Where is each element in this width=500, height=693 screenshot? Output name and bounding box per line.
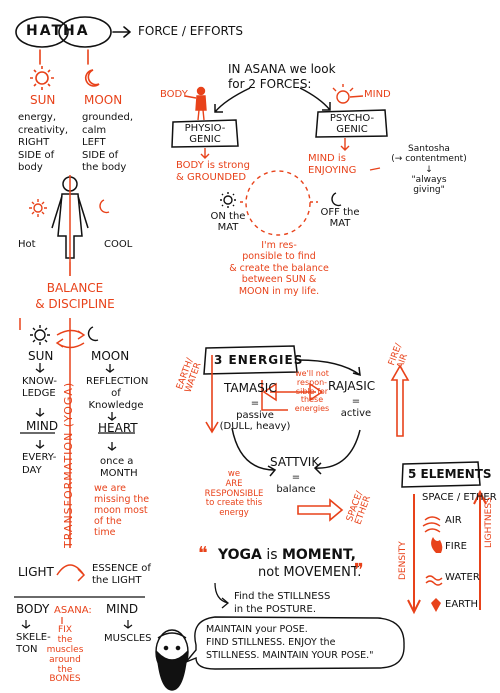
body-figure-icon (51, 175, 89, 262)
light-label: LIGHT (18, 565, 54, 579)
physiogenic-body-icon (195, 86, 207, 121)
bottom-mind: MIND (106, 602, 139, 616)
sun-transform-icon (30, 325, 50, 345)
teacher-face-icon (155, 629, 189, 691)
are-responsible-text: we ARE RESPONSIBLE to create this energy (204, 469, 264, 519)
asana-intro: IN ASANA we look for 2 FORCES: (228, 62, 336, 91)
transform-moon: MOON (91, 349, 130, 363)
quote-line1: YOGA is MOMENT, (218, 548, 356, 563)
hatha-title: HATHA (26, 23, 90, 39)
transform-sun: SUN (28, 349, 54, 363)
sattvik-label: SATTVIK (270, 455, 320, 469)
speech-bubble (185, 616, 405, 670)
month-text: once a MONTH (100, 456, 138, 479)
speech-text: MAINTAIN your POSE. FIND STILLNESS. ENJO… (206, 624, 374, 661)
up-arrow-rajasic (390, 364, 410, 437)
elements-box (401, 461, 481, 488)
physiogenic-box (171, 119, 239, 148)
balance-discipline: BALANCE & DISCIPLINE (35, 281, 115, 311)
body-label: BODY (160, 89, 188, 100)
santosha-note: Santosha (→ contentment) ↓ "always givin… (391, 144, 467, 196)
missing-moon-text: we are missing the moon most of the time (94, 483, 150, 538)
muscles-text: MUSCLES (104, 633, 152, 644)
hatha-arrow (112, 26, 131, 38)
element-space: SPACE / ETHER (422, 492, 497, 503)
moon-description: grounded, calm LEFT SIDE of the body (82, 112, 134, 173)
moon-mat-icon (331, 192, 342, 207)
energies-box (203, 345, 298, 375)
moon-small-icon (99, 199, 110, 214)
sun-small-icon (29, 199, 47, 217)
element-water: WATER (445, 572, 480, 583)
rajasic-desc: = active (340, 396, 372, 419)
force-efforts-label: FORCE / EFFORTS (138, 24, 243, 38)
reflection-text: REFLECTION of Knowledge (86, 376, 149, 411)
hot-label: Hot (18, 239, 36, 250)
psychogenic-head-icon (332, 84, 354, 104)
transform-heart: HEART (98, 421, 138, 435)
quote-is: is (261, 547, 282, 563)
density-arrow (407, 494, 421, 615)
responsible-text: I'm res- ponsible to find & create the b… (229, 240, 329, 297)
tamasic-label: TAMASIC (224, 381, 277, 395)
sun-title: SUN (30, 93, 56, 107)
transformation-vertical: TRANSFORMATION (YOGA) (62, 381, 75, 548)
quote-moment: MOMENT, (281, 547, 356, 563)
rajasic-label: RAJASIC (328, 379, 376, 393)
element-earth: EARTH (445, 599, 479, 610)
find-stillness-text: Find the STILLNESS in the POSTURE. (234, 591, 331, 615)
knowledge-text: KNOW- LEDGE (22, 376, 57, 399)
sun-icon (30, 66, 54, 90)
density-label: DENSITY (398, 541, 408, 580)
not-responsible-text: we'll not respon- sible for these energi… (294, 369, 330, 414)
earth-icon (431, 598, 441, 612)
psychogenic-box (315, 109, 388, 138)
down-arrow-tamasic (205, 355, 219, 434)
everyday-text: EVERY- DAY (22, 452, 57, 476)
element-air: AIR (445, 515, 462, 526)
sattvik-desc: = balance (276, 472, 316, 495)
asana-label: ASANA: (54, 605, 92, 616)
water-icon (425, 575, 443, 586)
quote-close: ❞ (354, 560, 364, 581)
quote-open: ❝ (198, 543, 208, 564)
on-mat-label: ON the MAT (210, 211, 246, 233)
element-fire: FIRE (445, 541, 467, 552)
essence-label: ESSENCE of the LIGHT (92, 563, 151, 586)
physiogenic-label: PHYSIO- GENIC (184, 123, 226, 145)
hatha-oval-left (15, 16, 69, 48)
lightness-arrow (473, 489, 487, 610)
energies-title: 3 ENERGIES (214, 353, 304, 367)
sun-description: energy, creativity, RIGHT SIDE of body (18, 112, 69, 173)
psychogenic-label: PSYCHO- GENIC (329, 113, 375, 135)
fire-icon (431, 537, 443, 553)
body-strong-text: BODY is strong & GROUNDED (176, 160, 250, 183)
fix-muscles-text: FIX the muscles around the BONES (46, 625, 84, 685)
mind-label: MIND (364, 89, 391, 100)
elements-title: 5 ELEMENTS (408, 467, 492, 481)
skeleton-text: SKELE- TON (16, 632, 51, 655)
bottom-body: BODY (16, 602, 50, 616)
moon-transform-icon (87, 326, 99, 342)
mind-enjoying-text: MIND is ENJOYING (308, 153, 357, 176)
tamasic-desc: = passive (DULL, heavy) (219, 398, 291, 432)
air-icon (422, 516, 441, 533)
moon-icon (84, 69, 100, 87)
off-mat-label: OFF the MAT (320, 207, 360, 229)
hatha-oval-right (58, 16, 112, 48)
lightness-label: LIGHTNESS (484, 497, 494, 548)
quote-line2: not MOVEMENT. (258, 565, 362, 580)
balance-circle (245, 170, 311, 236)
quote-yoga: YOGA (218, 547, 262, 563)
moon-title: MOON (84, 93, 123, 107)
cool-label: COOL (104, 239, 133, 250)
right-arrow-sattvik (297, 498, 344, 522)
sun-mat-icon (220, 192, 236, 208)
transform-mind: MIND (26, 419, 59, 433)
